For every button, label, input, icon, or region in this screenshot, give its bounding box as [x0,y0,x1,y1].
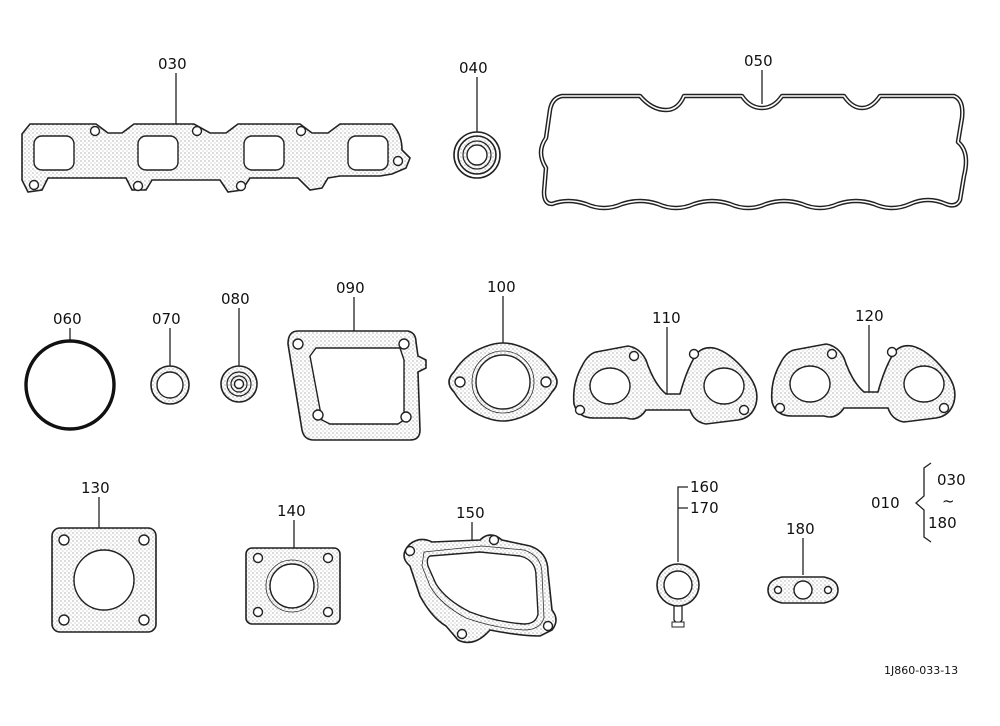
part-label-060: 060 [53,310,82,328]
kit-range-end: 180 [928,514,957,532]
part-label-030: 030 [158,55,187,73]
part-label-070: 070 [152,310,181,328]
part-180: 180 [767,520,839,604]
part-label-110: 110 [652,309,681,327]
kit-range-start: 030 [937,471,966,489]
part-140: 140 [245,502,341,625]
part-060: 060 [24,310,116,431]
kit-010: 010 030 ~ 180 [871,462,966,543]
part-120: 120 [770,307,956,423]
part-070: 070 [150,310,190,405]
part-100: 100 [448,278,558,422]
part-label-150: 150 [456,504,485,522]
part-040: 040 [453,59,501,179]
kit-label: 010 [871,494,900,512]
part-080: 080 [220,290,258,403]
part-label-130: 130 [81,479,110,497]
part-label-040: 040 [459,59,488,77]
part-label-140: 140 [277,502,306,520]
part-130: 130 [51,479,157,633]
part-030: 030 [21,55,411,193]
part-150: 150 [403,504,557,644]
part-label-080: 080 [221,290,250,308]
part-label-160: 160 [690,478,719,496]
part-label-170: 170 [690,499,719,517]
part-110: 110 [572,309,758,425]
part-050: 050 [538,52,969,211]
part-label-120: 120 [855,307,884,325]
part-label-090: 090 [336,279,365,297]
part-090: 090 [287,279,427,441]
part-label-100: 100 [487,278,516,296]
kit-range-symbol: ~ [942,492,955,510]
drawing-code: 1J860-033-13 [884,664,958,677]
part-label-180: 180 [786,520,815,538]
part-label-050: 050 [744,52,773,70]
part-160-170: 160 170 [656,478,719,628]
